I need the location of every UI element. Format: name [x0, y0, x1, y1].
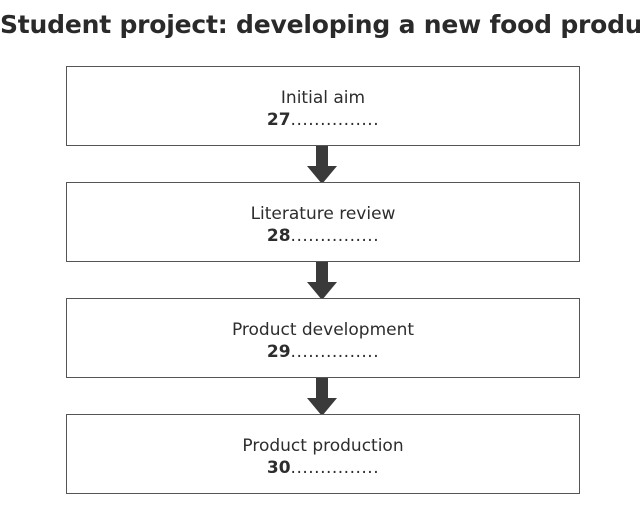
step-label: Product development: [231, 320, 415, 340]
step-box-product-development: Product development 29...............: [66, 298, 580, 378]
step-box-literature-review: Literature review 28...............: [66, 182, 580, 262]
answer-blank-30: 30...............: [67, 457, 579, 479]
down-arrow-icon: [307, 146, 337, 184]
question-number: 28: [266, 226, 291, 246]
question-number: 27: [266, 110, 291, 130]
blank-line: ...............: [290, 342, 380, 362]
step-box-initial-aim: Initial aim 27...............: [66, 66, 580, 146]
step-label: Literature review: [250, 204, 396, 224]
down-arrow-icon: [307, 262, 337, 300]
step-label: Initial aim: [280, 88, 366, 108]
answer-blank-28: 28...............: [67, 225, 579, 247]
answer-blank-27: 27...............: [67, 109, 579, 131]
question-number: 30: [266, 458, 291, 478]
answer-blank-29: 29...............: [67, 341, 579, 363]
step-box-product-production: Product production 30...............: [66, 414, 580, 494]
step-label: Product production: [242, 436, 404, 456]
blank-line: ...............: [290, 110, 380, 130]
blank-line: ...............: [290, 226, 380, 246]
blank-line: ...............: [290, 458, 380, 478]
down-arrow-icon: [307, 378, 337, 416]
page-title: Student project: developing a new food p…: [0, 10, 640, 39]
question-number: 29: [266, 342, 291, 362]
